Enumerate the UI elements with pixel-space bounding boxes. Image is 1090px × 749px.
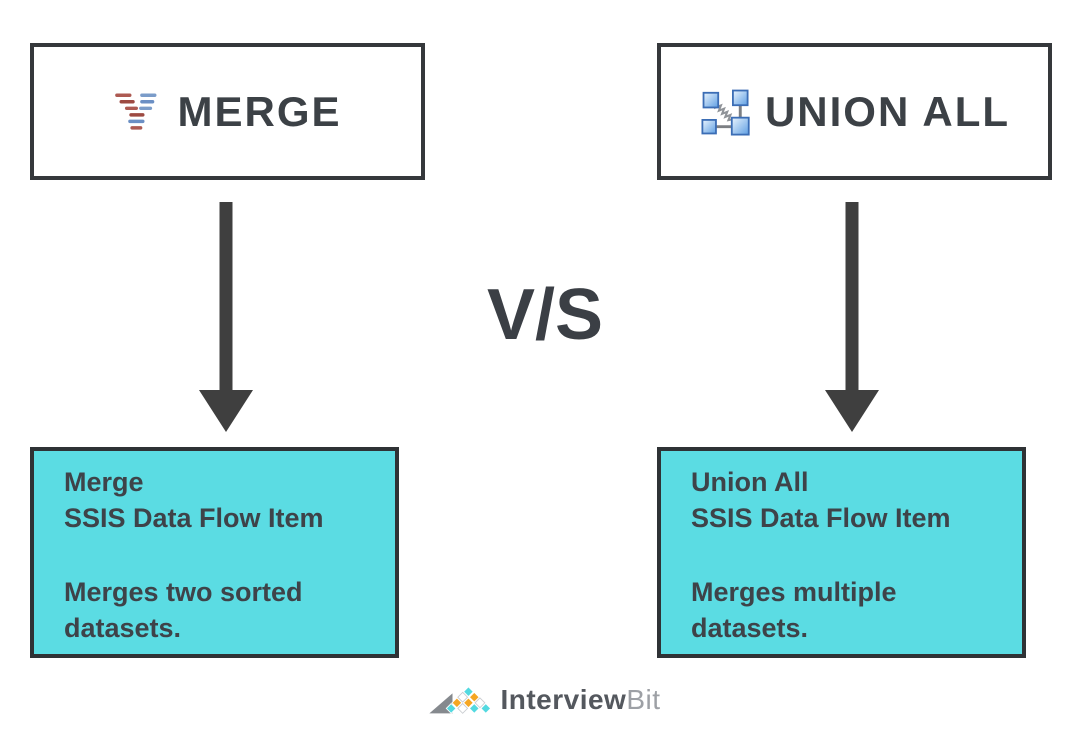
union-all-header-box: UNION ALL (657, 43, 1052, 180)
union-all-card: Union All SSIS Data Flow Item Merges mul… (657, 447, 1026, 658)
merge-header-box: MERGE (30, 43, 425, 180)
interviewbit-wordmark: InterviewBit (500, 684, 660, 716)
merge-icon (115, 93, 157, 130)
down-arrow-merge (199, 202, 253, 432)
brand-text-bit: Bit (626, 684, 661, 715)
merge-card: Merge SSIS Data Flow Item Merges two sor… (30, 447, 399, 658)
union-all-card-description: Merges multiple datasets. (691, 577, 897, 643)
union-all-card-subtitle: SSIS Data Flow Item (691, 503, 951, 533)
interviewbit-logo: InterviewBit (429, 684, 660, 716)
brand-text-interview: Interview (500, 684, 627, 715)
merge-card-description: Merges two sorted datasets. (64, 577, 303, 643)
merge-card-subtitle: SSIS Data Flow Item (64, 503, 324, 533)
vs-label: V/S (486, 275, 604, 355)
union-all-card-name: Union All (691, 467, 809, 497)
interviewbit-pyramid-icon (429, 685, 492, 714)
union-all-title: UNION ALL (764, 87, 1011, 135)
merge-title: MERGE (177, 87, 342, 135)
down-arrow-union-all (825, 202, 879, 432)
merge-card-name: Merge (64, 467, 144, 497)
union-all-icon (701, 89, 750, 136)
